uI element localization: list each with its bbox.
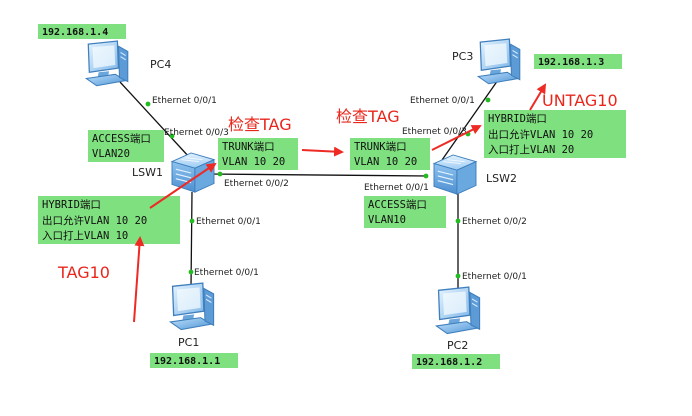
flow-arrows (133, 83, 547, 323)
link-pc4-lsw1 (119, 81, 191, 159)
port-label-lsw2-e003: Ethernet 0/0/3 (402, 127, 467, 137)
port-dot (169, 133, 175, 139)
config-line: 入口打上VLAN 10 (42, 229, 128, 242)
config-line: VLAN 10 20 (354, 156, 417, 168)
config-lsw2-hybrid: HYBRID端口 出口允许VLAN 10 20 入口打上VLAN 20 (484, 110, 626, 158)
ip-badge-bg (534, 54, 622, 69)
annotation-check-tag-1: 检查TAG (228, 115, 292, 134)
port-dot (485, 97, 491, 103)
config-lsw1-access: ACCESS端口 VLAN20 (88, 130, 164, 162)
pc2-ip: 192.168.1.2 (416, 357, 482, 368)
pc2-name: PC2 (447, 339, 468, 352)
arrow-trunk-transit (301, 146, 344, 157)
config-line: TRUNK端口 (222, 140, 275, 153)
pc4-icon[interactable] (85, 40, 129, 87)
config-line: TRUNK端口 (354, 140, 407, 153)
port-label-lsw1-e003: Ethernet 0/0/3 (164, 128, 229, 138)
lsw2-switch-icon[interactable] (433, 154, 477, 195)
config-box-bg (350, 138, 430, 170)
lsw1-name: LSW1 (132, 166, 163, 179)
pc1-ip: 192.168.1.1 (154, 356, 220, 367)
link-lsw1-lsw2 (207, 173, 429, 177)
annotation-untag10: UNTAG10 (542, 91, 618, 110)
config-line: ACCESS端口 (368, 198, 427, 211)
port-label-pc1: Ethernet 0/0/1 (194, 268, 259, 278)
link-lsw2-pc3 (441, 79, 499, 161)
pc4-ip: 192.168.1.4 (42, 27, 108, 38)
arrow-tag-up (133, 236, 145, 323)
pc2-icon[interactable] (435, 286, 481, 335)
config-lsw1-trunk: TRUNK端口 VLAN 10 20 (218, 138, 298, 170)
pc1-icon[interactable] (169, 282, 215, 331)
lsw2-name: LSW2 (486, 172, 517, 185)
annotation-tag10: TAG10 (57, 263, 110, 282)
port-dot (455, 273, 461, 279)
config-line: ACCESS端口 (92, 132, 151, 145)
pc3-name: PC3 (452, 50, 473, 63)
port-dot (188, 269, 194, 275)
config-line: HYBRID端口 (488, 112, 547, 125)
arrow-to-pc3-port (431, 125, 482, 151)
annotation-check-tag-2: 检查TAG (336, 107, 400, 126)
config-box-bg (88, 130, 164, 162)
port-dot (145, 101, 151, 107)
port-dot (423, 173, 429, 179)
config-line: HYBRID端口 (42, 198, 101, 211)
config-line: 出口允许VLAN 10 20 (488, 128, 593, 141)
arrow-to-lsw1 (149, 162, 217, 209)
port-label-pc3: Ethernet 0/0/1 (410, 96, 475, 106)
pc3-icon[interactable] (477, 38, 521, 85)
ip-badge-bg (412, 354, 500, 369)
ip-badge-bg (38, 24, 126, 39)
port-label-lsw1-e002: Ethernet 0/0/2 (224, 179, 289, 189)
config-box-bg (218, 138, 298, 170)
network-links (119, 79, 499, 290)
lsw1-switch-icon[interactable] (171, 152, 215, 193)
pc4-name: PC4 (150, 58, 171, 71)
port-dots (145, 97, 491, 279)
pc1-name: PC1 (178, 336, 199, 349)
config-lsw2-trunk: TRUNK端口 VLAN 10 20 (350, 138, 430, 170)
pc3-ip: 192.168.1.3 (538, 57, 604, 68)
port-label-pc2: Ethernet 0/0/1 (462, 272, 527, 282)
config-line: VLAN20 (92, 148, 130, 160)
config-box-bg (364, 196, 446, 228)
port-dot (217, 171, 223, 177)
port-label-pc4: Ethernet 0/0/1 (152, 96, 217, 106)
port-dot (189, 218, 195, 224)
config-line: VLAN 10 20 (222, 156, 285, 168)
arrow-untag-up (529, 83, 547, 111)
port-label-lsw1-e001: Ethernet 0/0/1 (196, 217, 261, 227)
port-label-lsw2-e002: Ethernet 0/0/2 (462, 217, 527, 227)
config-line: 出口允许VLAN 10 20 (42, 214, 147, 227)
config-line: VLAN10 (368, 214, 406, 226)
port-label-lsw2-e001: Ethernet 0/0/1 (364, 183, 429, 193)
config-lsw2-access: ACCESS端口 VLAN10 (364, 196, 446, 228)
config-line: 入口打上VLAN 20 (488, 143, 574, 156)
config-box-bg (484, 110, 626, 158)
ip-badge-bg (150, 353, 238, 368)
port-dot (455, 218, 461, 224)
